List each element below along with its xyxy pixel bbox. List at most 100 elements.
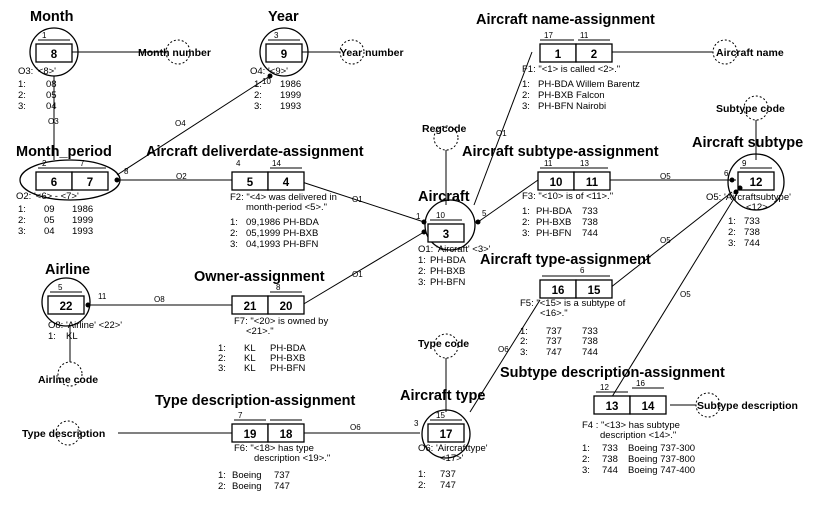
population-value: 737 <box>274 470 290 481</box>
arrow-number: 9 <box>742 159 747 168</box>
population-value: KL <box>244 353 256 364</box>
arrow-number: 7 <box>80 159 85 168</box>
role-number: 15 <box>588 285 601 297</box>
entity-title: Aircraft name-assignment <box>476 12 655 28</box>
population-value: 1: <box>18 79 26 90</box>
entity-title: Owner-assignment <box>194 269 325 285</box>
population-value: 737 <box>546 336 562 347</box>
population-value: 08 <box>46 79 57 90</box>
edge-label: O4 <box>175 119 186 128</box>
population-value: 04,1993 PH-BFN <box>246 239 318 250</box>
fact-reading: description <19>." <box>254 453 330 464</box>
role-number: 7 <box>87 177 93 189</box>
role-number: 9 <box>281 49 287 61</box>
population-value: 3: <box>522 228 530 239</box>
arrow-number: 2 <box>42 159 47 168</box>
arrow-number: 8 <box>276 283 281 292</box>
population-value: 05 <box>44 215 55 226</box>
value-type-label: Airline code <box>38 374 98 386</box>
population-value: 737 <box>546 326 562 337</box>
population-value: 2: <box>582 454 590 465</box>
arrow-number: 11 <box>580 31 589 40</box>
population-value: 1: <box>520 326 528 337</box>
population-value: 3: <box>18 226 26 237</box>
entity-title: Type description-assignment <box>155 393 356 409</box>
population-value: 1: <box>522 206 530 217</box>
population-value: 747 <box>546 347 562 358</box>
role-number: 1 <box>555 49 562 61</box>
population-value: Boeing 737-300 <box>628 443 695 454</box>
population-value: 1: <box>230 217 238 228</box>
fact-reading: F3: "<10> is of <11>." <box>522 191 613 202</box>
role-number: 20 <box>280 301 293 313</box>
edge-label: 3 <box>414 419 419 428</box>
entity-shapes <box>19 27 785 459</box>
entity-title: Airline <box>45 262 90 278</box>
edge-label: O1 <box>352 195 363 204</box>
entity-title: Aircraft subtype <box>692 135 803 151</box>
population-value: 733 <box>602 443 618 454</box>
role-number: 12 <box>750 177 763 189</box>
population-value: 733 <box>744 216 760 227</box>
population-value: 744 <box>602 465 618 476</box>
population-value: 09 <box>44 204 55 215</box>
population-value: 04 <box>46 101 57 112</box>
entity-title: Month_period <box>16 144 112 160</box>
value-type-label: Type description <box>22 428 105 440</box>
fact-reading: <12> <box>746 202 768 213</box>
population-value: 2: <box>728 227 736 238</box>
role-number: 4 <box>283 177 290 189</box>
population-value: 1: <box>728 216 736 227</box>
population-value: 3: <box>218 363 226 374</box>
edge-label: 8 <box>124 167 129 176</box>
population-value: 744 <box>582 347 598 358</box>
population-value: 738 <box>582 217 598 228</box>
edge-label: 5 <box>482 209 487 218</box>
population-value: PH-BDA <box>536 206 573 217</box>
edge-label: 10 <box>262 77 271 86</box>
role-number: 19 <box>244 429 257 441</box>
role-number: 2 <box>591 49 597 61</box>
population-value: 1: <box>582 443 590 454</box>
fact-reading: F1: "<1> is called <2>." <box>522 64 620 75</box>
value-type-label: Type code <box>418 338 469 350</box>
value-type-label: Month number <box>138 47 211 59</box>
population-value: PH-BFN <box>536 228 572 239</box>
population-value: PH-BXB <box>270 353 305 364</box>
population-value: 2: <box>520 336 528 347</box>
population-value: 3: <box>582 465 590 476</box>
edge-label: 6 <box>724 169 729 178</box>
fact-reading: F2: "<4> was delivered in <box>230 192 337 203</box>
population-value: 04 <box>44 226 55 237</box>
edge-label: O1 <box>496 129 507 138</box>
population-value: PH-BXB Falcon <box>538 90 605 101</box>
entity-title: Aircraft type <box>400 388 485 404</box>
population-value: 2: <box>218 481 226 492</box>
population-value: 1: <box>218 470 226 481</box>
fact-reading: F5: "<15> is a subtype of <box>520 298 626 309</box>
population-value: 2: <box>218 353 226 364</box>
uniqueness-arrows <box>38 39 772 421</box>
population-value: 1999 <box>72 215 93 226</box>
role-number: 8 <box>51 49 58 61</box>
population-value: 1993 <box>280 101 301 112</box>
edge-label: 1 <box>416 212 421 221</box>
fact-reading: O3: '<8>' <box>18 66 56 77</box>
population-value: 2: <box>418 480 426 491</box>
role-number: 11 <box>586 177 599 189</box>
fact-reading: <21>." <box>246 326 274 337</box>
arrow-number: 17 <box>544 31 553 40</box>
population-value: PH-BFN Nairobi <box>538 101 606 112</box>
population-value: 1986 <box>280 79 301 90</box>
role-number: 13 <box>606 401 619 413</box>
edge-label: O5 <box>660 172 671 181</box>
value-type-label: Year number <box>340 47 404 59</box>
population-value: Boeing <box>232 481 262 492</box>
population-value: 3: <box>230 239 238 250</box>
population-value: 1: <box>254 79 262 90</box>
population-value: 1: <box>48 331 56 342</box>
arrow-number: 6 <box>580 266 585 275</box>
population-value: 747 <box>274 481 290 492</box>
